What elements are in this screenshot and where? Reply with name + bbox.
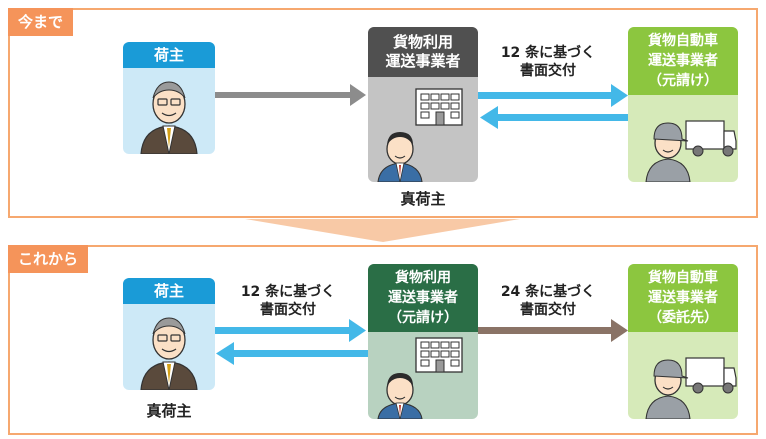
after-shipper-caption: 真荷主 [146,402,192,420]
before-carrier-card: 貨物自動車 運送事業者 （元請け） [628,27,738,182]
after-forwarder-card: 貨物利用 運送事業者 （元請け） [368,264,478,419]
person-businessman-icon [140,317,198,390]
before-doc-label: 12 条に基づく 書面交付 [500,45,596,79]
before-shipper-card: 荷主 [123,42,215,154]
before-carrier-title-1: 貨物自動車 [648,33,718,49]
before-forwarder-card: 貨物利用 運送事業者 [368,27,478,182]
after-carrier-title-1: 貨物自動車 [648,270,718,286]
after-shipper-card: 荷主 [123,278,215,390]
building-icon [377,88,463,182]
before-carrier-title-2: 運送事業者 [648,53,718,69]
before-forwarder-title-2: 運送事業者 [385,52,461,70]
after-carrier-title-3: （委託先） [648,310,718,326]
after-carrier-title-2: 運送事業者 [648,290,718,306]
before-tag: 今まで [8,8,74,36]
before-forwarder-title-1: 貨物利用 [392,33,453,51]
truck-icon [645,120,737,182]
after-panel [8,245,758,435]
after-doc-label-b: 24 条に基づく 書面交付 [500,284,596,318]
before-carrier-title-3: （元請け） [648,73,718,89]
after-forwarder-title-1: 貨物利用 [395,270,451,286]
before-forwarder-caption: 真荷主 [400,190,446,208]
person-businessman-icon [140,81,198,154]
before-panel [8,8,758,218]
after-tag: これから [8,245,89,273]
building-icon [377,337,463,419]
before-shipper-title: 荷主 [123,42,215,68]
after-shipper-title: 荷主 [123,278,215,304]
after-doc-label-a: 12 条に基づく 書面交付 [240,284,336,318]
after-forwarder-title-3: （元請け） [388,310,458,326]
after-carrier-card: 貨物自動車 運送事業者 （委託先） [628,264,738,419]
truck-icon [645,357,737,419]
after-forwarder-title-2: 運送事業者 [388,290,458,306]
